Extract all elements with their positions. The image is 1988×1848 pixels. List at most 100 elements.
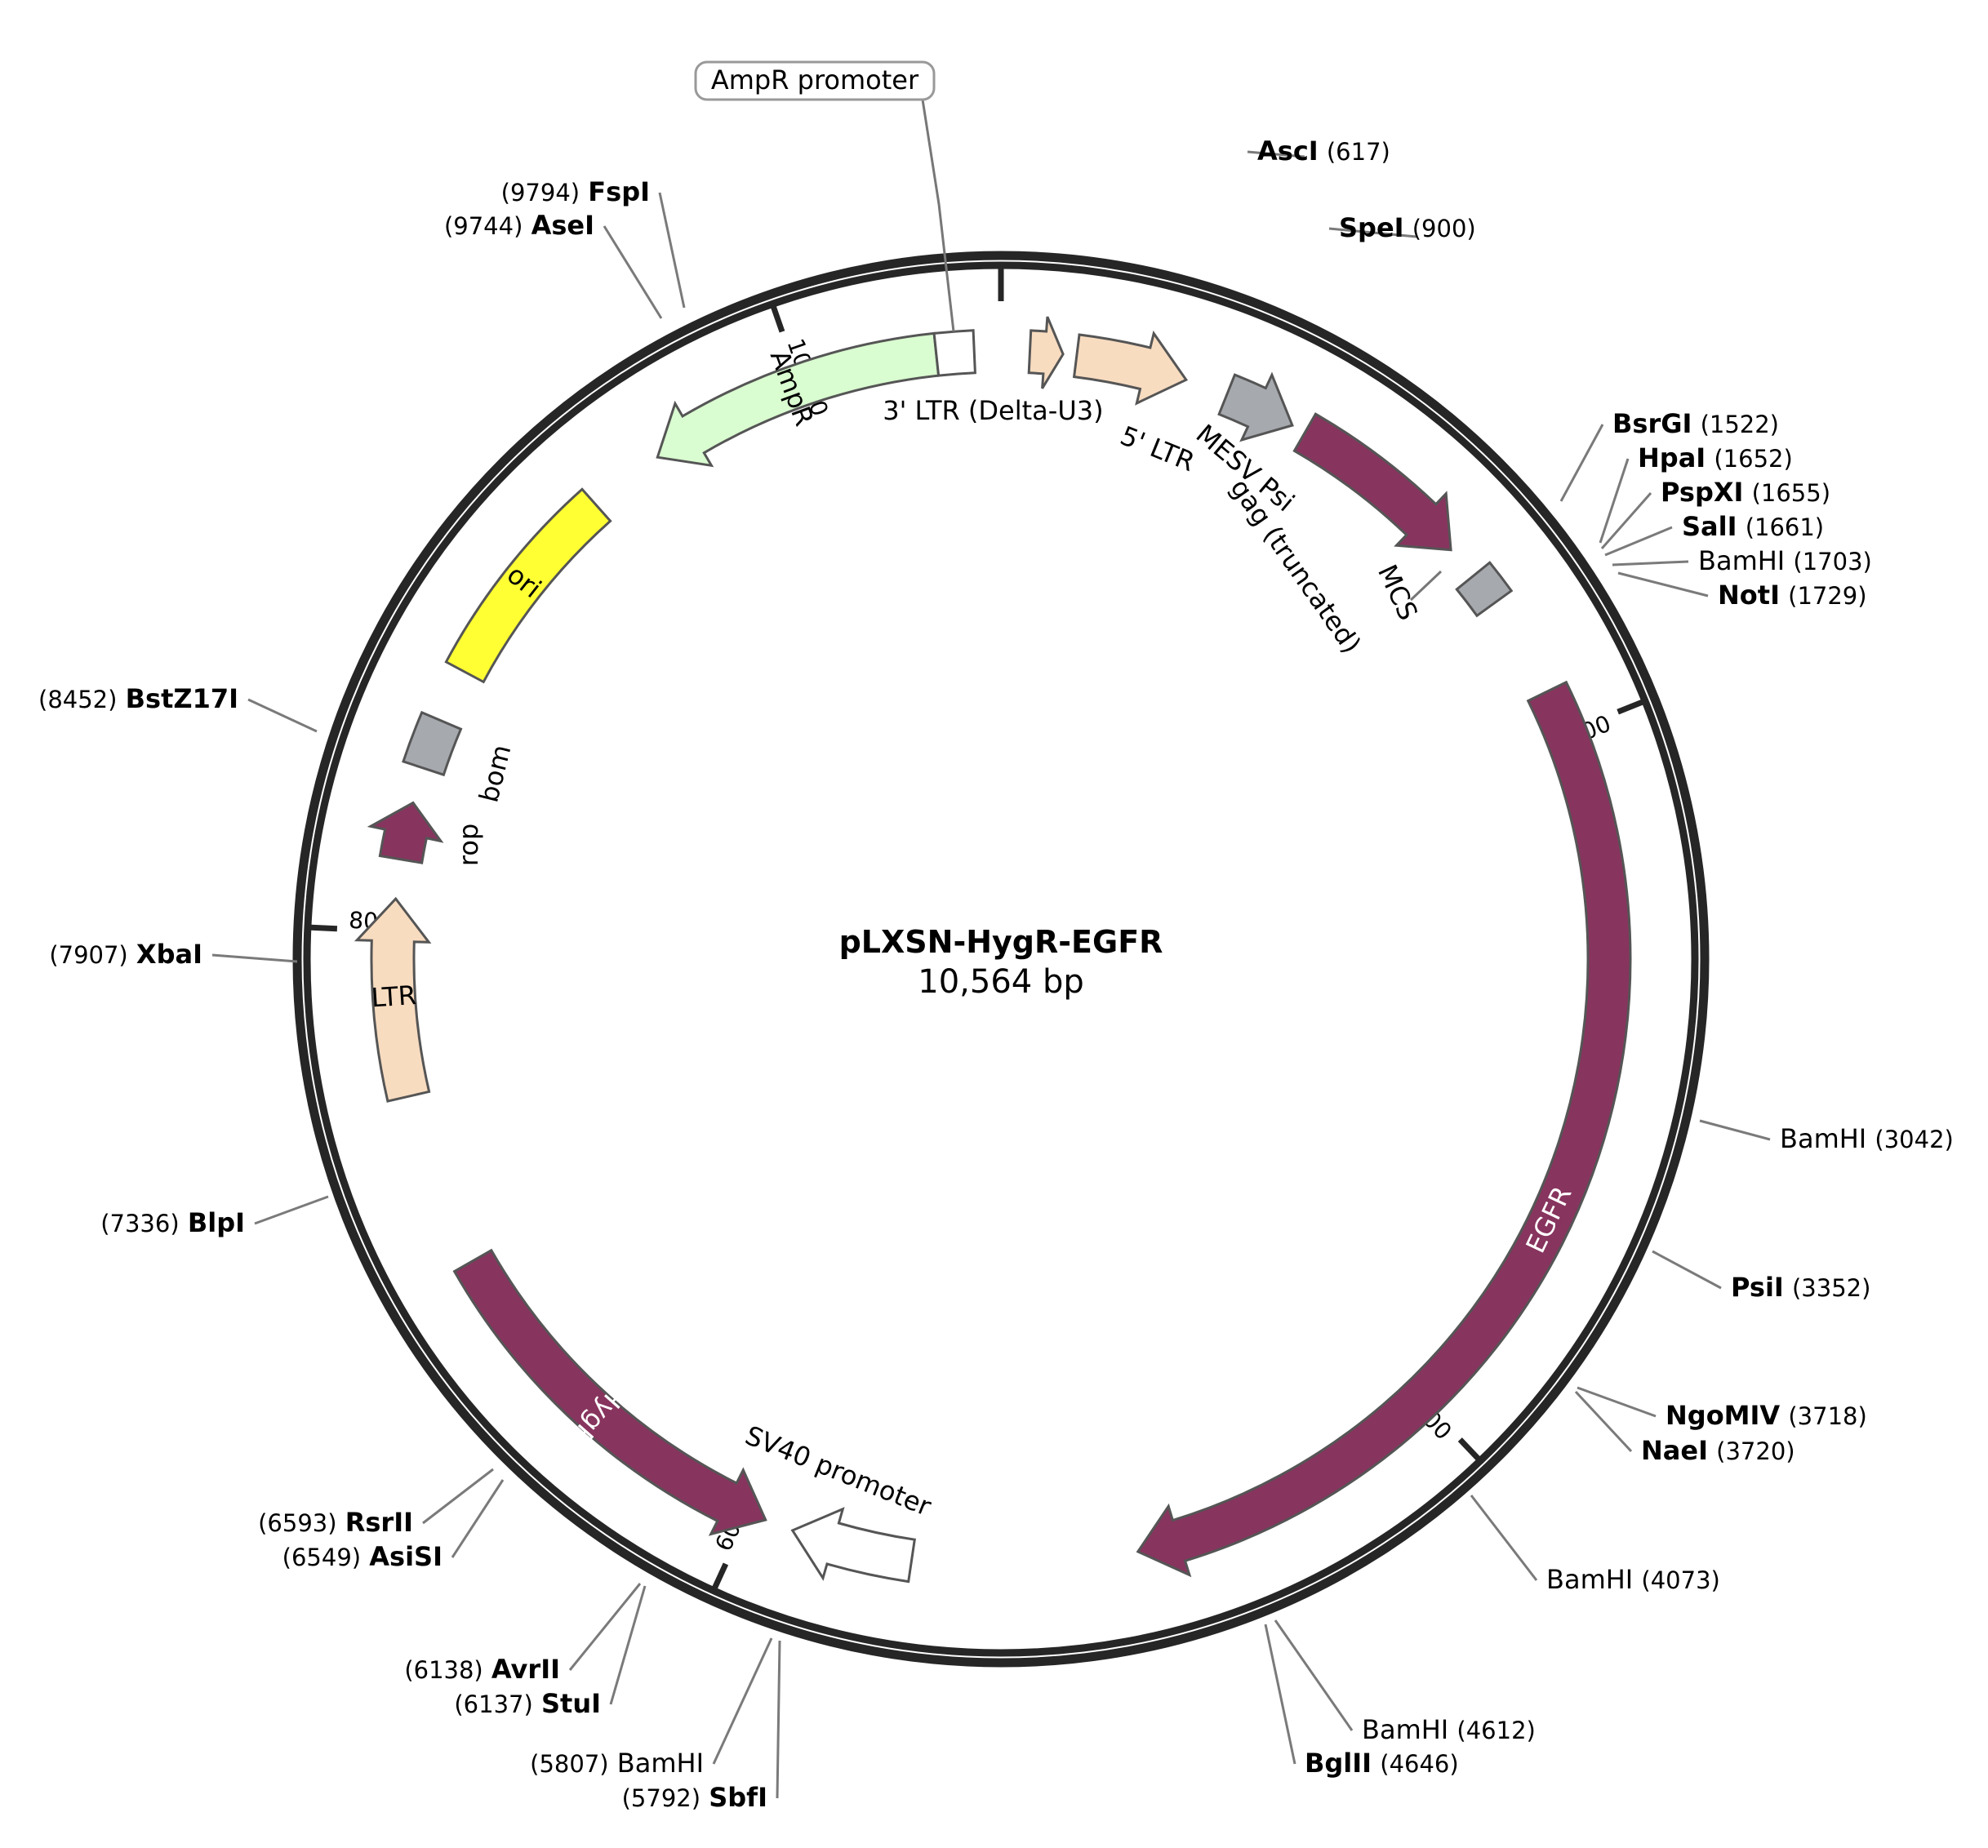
feature-label-rop: rop [453, 824, 484, 866]
site-bamhi-4612: BamHI (4612) [1274, 1619, 1536, 1745]
site-enzyme: SbfI [709, 1782, 767, 1813]
site-label: NaeI (3720) [1641, 1435, 1795, 1466]
site-leader [1274, 1619, 1354, 1731]
site-gap [1780, 1400, 1788, 1431]
feature-rop [367, 801, 444, 864]
site-gap [609, 1748, 617, 1779]
site-bglii-4646: BglII (4646) [1264, 1624, 1459, 1779]
site-enzyme: BamHI [617, 1748, 704, 1779]
site-hpai-1652: HpaI (1652) [1599, 442, 1793, 544]
site-sali-1661: SalI (1661) [1604, 511, 1824, 557]
feature-label-ltr: LTR [371, 980, 418, 1013]
feature-arrow-rop [367, 801, 444, 864]
plasmid-name: pLXSN-HygR-EGFR [839, 924, 1163, 960]
site-bamhi-1703: BamHI (1703) [1612, 545, 1872, 576]
site-enzyme: AscI [1257, 135, 1319, 167]
plasmid-backbone [292, 251, 1710, 1668]
site-position: (7907) [49, 941, 127, 969]
site-gap [1784, 1272, 1792, 1303]
site-leader [1652, 1250, 1722, 1290]
feature-label-3-ltr-delta-u3: 3' LTR (Delta-U3) [883, 395, 1103, 426]
site-label: NotI (1729) [1718, 580, 1867, 611]
site-asisi-6549: (6549) AsiSI [282, 1479, 505, 1572]
ampr-promoter-leader [921, 99, 955, 332]
tick-mark [1457, 1437, 1480, 1461]
site-enzyme: AvrII [491, 1654, 560, 1685]
site-position: (3720) [1716, 1437, 1795, 1465]
feature-label-5-ltr: 5' LTR [1116, 420, 1199, 478]
site-label: (6549) AsiSI [282, 1541, 443, 1572]
site-enzyme: RsrII [345, 1507, 413, 1538]
site-position: (9744) [444, 212, 523, 240]
site-label: SpeI (900) [1339, 212, 1476, 243]
feature-hygr [452, 1248, 767, 1536]
feature-arrow-3-ltr-delta-u3 [1027, 316, 1065, 389]
site-gap [523, 210, 531, 241]
feature-egfr [1136, 680, 1632, 1578]
site-gap [337, 1507, 345, 1538]
site-avrii-6138: (6138) AvrII [404, 1583, 642, 1685]
site-bamhi-3042: BamHI (3042) [1699, 1119, 1954, 1154]
site-bamhi-4073: BamHI (4073) [1470, 1495, 1720, 1595]
site-gap [1404, 212, 1412, 243]
site-label: PspXI (1655) [1661, 477, 1830, 508]
site-position: (4073) [1641, 1566, 1719, 1594]
feature-ori [444, 487, 612, 684]
site-position: (1661) [1746, 513, 1824, 541]
site-position: (4612) [1457, 1717, 1535, 1744]
site-enzyme: BsrGI [1612, 408, 1692, 439]
site-leader [451, 1479, 505, 1558]
feature-label-ampr-promoter: AmpR promoter [711, 64, 919, 96]
site-leader [1577, 1386, 1657, 1418]
feature-arrow-ori [444, 487, 612, 684]
site-fspi-9794: (9794) FspI [501, 176, 686, 309]
feature-ampr-promoter [932, 329, 976, 377]
site-label: (7336) BlpI [100, 1207, 245, 1238]
site-label: SalI (1661) [1682, 511, 1824, 542]
site-leader [422, 1468, 494, 1525]
site-asci-617: AscI (617) [1247, 135, 1390, 167]
site-leader [1599, 458, 1630, 544]
site-leader [1699, 1119, 1771, 1141]
site-stui-6137: (6137) StuI [454, 1585, 647, 1719]
site-naei-3720: NaeI (3720) [1574, 1390, 1795, 1466]
site-gap [1633, 1564, 1641, 1595]
feature-ltr [354, 896, 432, 1103]
site-leader [712, 1637, 773, 1765]
site-position: (6593) [258, 1509, 336, 1537]
site-xbai-7907: (7907) XbaI [49, 939, 298, 970]
site-position: (5807) [530, 1750, 608, 1778]
site-gap [180, 1207, 188, 1238]
site-leader [1617, 571, 1709, 597]
site-label: BsrGI (1522) [1612, 408, 1779, 439]
site-label: (6593) RsrII [258, 1507, 413, 1538]
site-gap [700, 1782, 709, 1813]
site-gap [1743, 477, 1751, 508]
site-label: BamHI (1703) [1698, 545, 1872, 576]
site-leader [609, 1585, 647, 1705]
site-blpi-7336: (7336) BlpI [100, 1195, 329, 1238]
site-enzyme: HpaI [1638, 442, 1706, 473]
site-gap [1737, 511, 1746, 542]
site-gap [117, 683, 125, 714]
site-bamhi-5807: (5807) BamHI [530, 1637, 773, 1779]
site-enzyme: BstZ17I [126, 683, 238, 714]
site-label: (6137) StuI [454, 1688, 601, 1719]
site-position: (1652) [1714, 445, 1792, 473]
feature-mcs [1455, 561, 1514, 618]
site-gap [128, 939, 136, 970]
feature-arrow-bom [402, 710, 463, 777]
site-bstz17i-8452: (8452) BstZ17I [38, 683, 318, 733]
restriction-sites: AscI (617) SpeI (900) BsrGI (1522)HpaI (16… [38, 135, 1954, 1813]
site-enzyme: BamHI [1780, 1123, 1866, 1154]
site-rsrii-6593: (6593) RsrII [258, 1468, 494, 1538]
feature-arrow-hygr [452, 1248, 767, 1536]
site-gap [1785, 545, 1793, 576]
site-label: NgoMIV (3718) [1666, 1400, 1867, 1431]
site-gap [1706, 442, 1714, 473]
site-label: BamHI (4612) [1362, 1714, 1536, 1745]
backbone-inner-ring [303, 261, 1699, 1657]
site-gap [1372, 1748, 1380, 1779]
site-bsrgi-1522: BsrGI (1522) [1559, 408, 1779, 502]
